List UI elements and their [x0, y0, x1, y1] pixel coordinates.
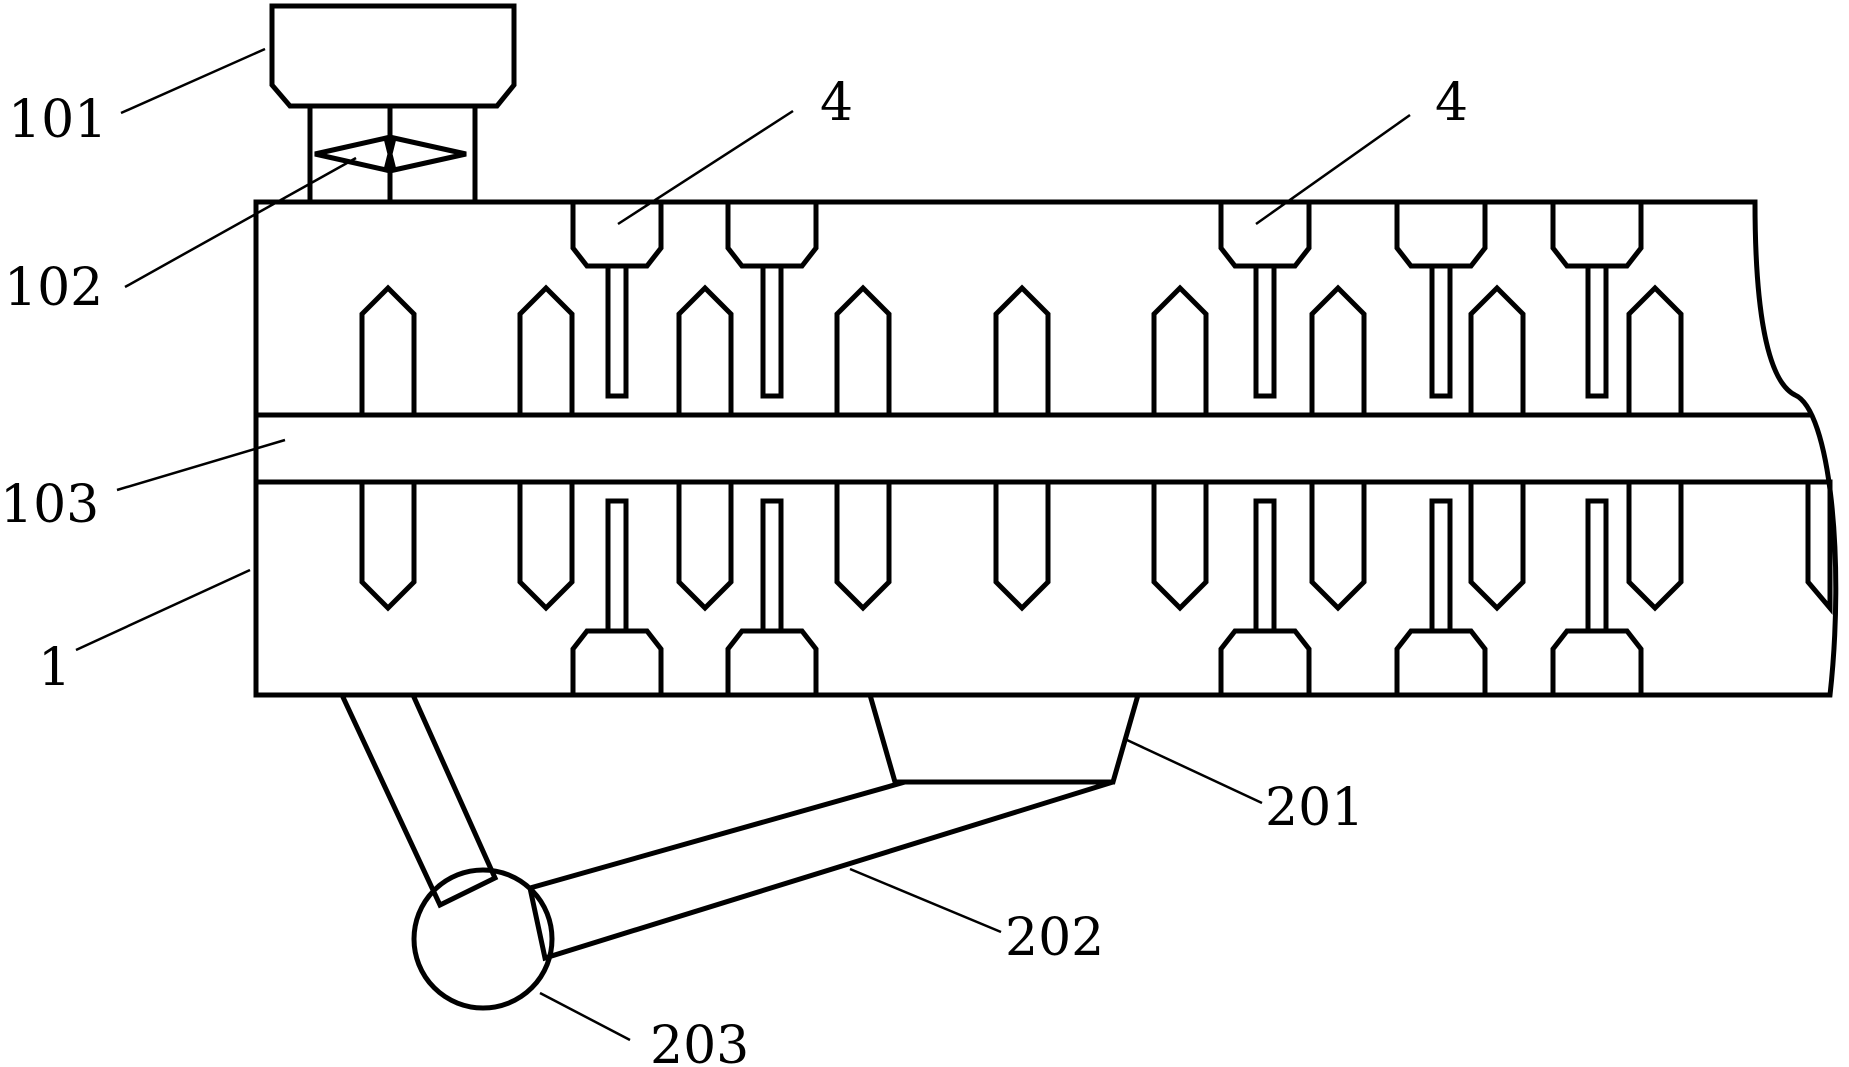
- coupling-spring: [314, 135, 467, 173]
- upper-blade: [359, 284, 417, 418]
- leader-102: [124, 156, 357, 289]
- support-arm-left: [338, 692, 499, 909]
- holder-rod-bottom: [1253, 498, 1277, 634]
- lower-blade: [993, 479, 1051, 612]
- holder-rod-top: [1429, 263, 1453, 399]
- label-4a: 4: [820, 73, 853, 133]
- leader-203: [539, 991, 631, 1042]
- upper-blade: [676, 284, 734, 418]
- leader-1: [75, 568, 251, 652]
- leader-4b: [1255, 113, 1411, 226]
- label-201: 201: [1265, 778, 1364, 838]
- holder-rod-top: [1253, 263, 1277, 399]
- upper-blade: [834, 284, 892, 418]
- label-202: 202: [1005, 908, 1104, 968]
- motor-housing: [269, 3, 517, 109]
- label-1: 1: [38, 638, 71, 698]
- hopper: [866, 692, 1142, 785]
- upper-blade: [1626, 284, 1684, 418]
- upper-blade: [517, 284, 575, 418]
- holder-bottom: [570, 628, 664, 698]
- upper-blade: [993, 284, 1051, 418]
- holder-rod-top: [605, 263, 629, 399]
- holder-rod-top: [760, 263, 784, 399]
- lower-blade: [359, 479, 417, 612]
- label-102: 102: [4, 258, 103, 318]
- holder-bottom: [725, 628, 819, 698]
- central-shaft: [256, 412, 1830, 485]
- label-4b: 4: [1435, 73, 1468, 133]
- connecting-link: [527, 779, 1114, 962]
- upper-blade: [1151, 284, 1209, 418]
- holder-bottom: [1394, 628, 1488, 698]
- leader-201: [1126, 738, 1263, 805]
- label-203: 203: [650, 1016, 749, 1067]
- holder-bottom: [1218, 628, 1312, 698]
- label-103: 103: [0, 475, 99, 535]
- leader-101: [120, 47, 266, 115]
- holder-top: [725, 199, 819, 269]
- label-101: 101: [8, 90, 107, 150]
- lower-blade: [1309, 479, 1367, 612]
- lower-blade-partial: [1805, 479, 1833, 615]
- upper-blade: [1309, 284, 1367, 418]
- lower-blade: [834, 479, 892, 612]
- blades-group: [359, 284, 1833, 615]
- leader-103: [116, 438, 286, 492]
- holder-rod-bottom: [760, 498, 784, 634]
- main-body: [253, 199, 1839, 698]
- holder-top: [1394, 199, 1488, 269]
- upper-blade: [1468, 284, 1526, 418]
- holder-top: [1218, 199, 1312, 269]
- holders-group: [570, 199, 1644, 698]
- holder-bottom: [1550, 628, 1644, 698]
- lower-blade: [1468, 479, 1526, 612]
- lower-blade: [517, 479, 575, 612]
- leader-4a: [617, 109, 794, 226]
- holder-rod-bottom: [1429, 498, 1453, 634]
- holder-rod-top: [1585, 263, 1609, 399]
- holder-rod-bottom: [605, 498, 629, 634]
- holder-top: [1550, 199, 1644, 269]
- holder-top: [570, 199, 664, 269]
- lower-blade: [676, 479, 734, 612]
- wheel: [411, 867, 555, 1011]
- holder-rod-bottom: [1585, 498, 1609, 634]
- leader-202: [849, 867, 1002, 934]
- lower-blade: [1626, 479, 1684, 612]
- lower-blade: [1151, 479, 1209, 612]
